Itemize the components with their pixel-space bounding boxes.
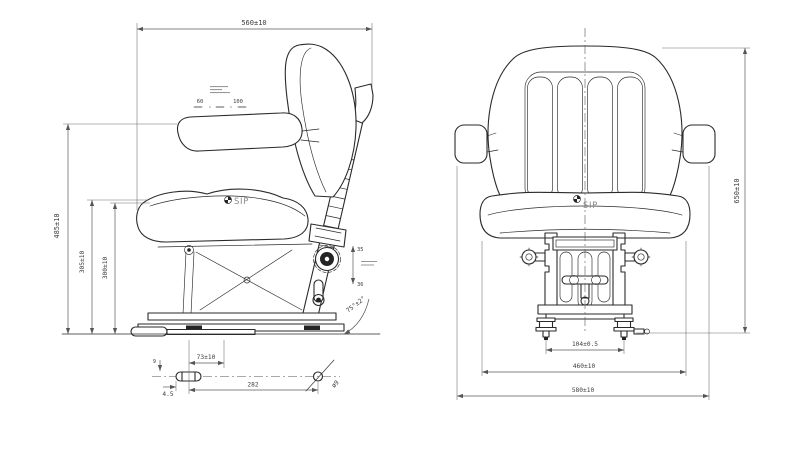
sip-logo-text-front: SIP [583, 201, 598, 211]
dim-travel-down: 36 [357, 282, 364, 288]
fine-print-line [210, 89, 222, 91]
dim-hole-spacing: 282 [247, 382, 258, 389]
seat-cushion-side [136, 188, 309, 243]
fine-print-line [361, 264, 374, 266]
sip-logo-front: SIP [573, 195, 598, 211]
mount-slot [175, 371, 202, 382]
armrest-scale-annotation: 60 100 [193, 86, 247, 108]
dim-slot-width: 9 [153, 359, 156, 365]
fine-print-line [210, 92, 230, 94]
mount-hole [312, 371, 324, 382]
armrest-right [682, 124, 716, 164]
tension-knob-right [624, 247, 651, 267]
dim-depth: 560±10 [241, 19, 266, 27]
dim-seat-height-upper: 305±10 [79, 251, 86, 274]
mount-bolt-left [535, 317, 557, 340]
dim-base-width: 460±10 [573, 363, 596, 370]
front-view-dimensions: 650±10 104±0.5 460±10 580±10 [456, 47, 750, 400]
rail-slider [304, 325, 320, 330]
scale-min-label: 60 [197, 99, 204, 105]
dim-overall-height: 650±10 [733, 178, 741, 203]
dim-armrest-height: 485±10 [53, 213, 61, 238]
sip-logo-side: SIP [224, 196, 249, 207]
armrest-left [454, 124, 488, 164]
base-rails-side [61, 312, 381, 337]
side-fitting [633, 328, 645, 335]
roller [591, 275, 601, 285]
side-view: SIP [53, 19, 381, 398]
dim-backrest-angle: 75°±2° [344, 294, 367, 314]
dim-seat-height-lower: 300±10 [102, 257, 109, 280]
dim-slot-end-offset: 4.5 [162, 391, 173, 398]
backrest-side [284, 43, 357, 198]
fine-print-line [361, 261, 377, 262]
scale-max-label: 100 [233, 99, 243, 105]
armrest-side [176, 112, 320, 152]
dim-travel-up: 35 [357, 247, 364, 253]
sip-logo-text-side: SIP [234, 197, 249, 207]
suspension-side [157, 243, 313, 315]
front-view: SIP 650±10 104±0.5 460±10 580±10 [454, 28, 750, 400]
dim-bolt-spacing: 104±0.5 [572, 341, 598, 348]
mounting-hole-detail: 9 73±10 282 4.5 ø9 [152, 340, 341, 398]
dim-slot-offset: 73±10 [197, 354, 216, 361]
dim-hole-diameter: ø9 [330, 379, 340, 389]
tension-knob-left [519, 247, 546, 267]
mount-bolt-right [613, 317, 635, 340]
rail-slider [186, 325, 202, 330]
fine-print-line [210, 86, 228, 88]
knob-scallop [313, 245, 341, 273]
roller [569, 275, 579, 285]
lock-bolt [312, 293, 325, 307]
armrests-front [454, 124, 716, 164]
strut-top-hook [351, 83, 374, 124]
adjust-lever-rod [166, 328, 256, 336]
adjust-lever-handle [130, 326, 168, 337]
dim-overall-width: 580±10 [572, 387, 595, 394]
front-pivot [184, 245, 194, 255]
adjustment-knob-side [308, 223, 347, 307]
side-view-dimensions: 560±10 485±10 305±10 300±10 35 36 75°±2° [53, 19, 377, 335]
